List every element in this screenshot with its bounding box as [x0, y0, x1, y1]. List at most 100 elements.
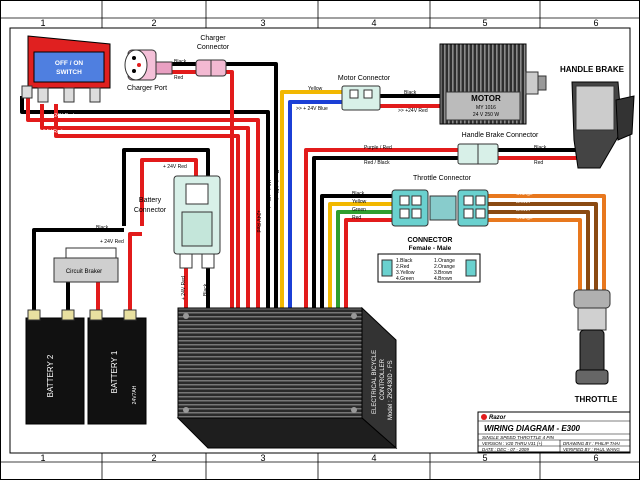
grid-col-bottom-3: 3 [260, 453, 265, 463]
battery-red-label: + 24V Red [100, 239, 124, 245]
grid-column-labels: 1 2 3 4 5 6 1 2 3 4 5 6 [40, 18, 598, 463]
male-pin-4: 4.Brown [434, 276, 453, 282]
wire-battery-red-loop [140, 158, 198, 226]
female-pin-2: 2.Red [396, 264, 410, 270]
charger-wire-red-label: Red [174, 75, 183, 81]
charger-connector-label-line1: Charger [200, 35, 226, 42]
switch-red-label-1: + 24V Red [50, 113, 74, 119]
battery-2: BATTERY 2 [25, 309, 85, 425]
wire-motor-blue [288, 100, 342, 308]
controller-label-line3: Model : ZK2430D - FS [388, 360, 394, 420]
brake-wire-purple-red-label: Purple / Red [364, 145, 392, 151]
wire-throttle-brown-2 [488, 210, 590, 290]
wire-charger-red [172, 70, 234, 308]
title-block: Razor WIRING DIAGRAM - E300 SINGLE SPEED… [477, 411, 631, 453]
vertical-wire-labels: + 24V Red Black +24V Red White / Black P… [181, 170, 279, 300]
connector-table-subtitle: Female - Male [409, 245, 452, 252]
wire-brake-red-black [312, 156, 458, 308]
charger-port-label: Charger Port [127, 85, 167, 92]
female-pin-1: 1.Black [396, 258, 413, 264]
controller-black-vertical-label: Black [203, 283, 209, 296]
wire-throttle-orange-1 [488, 194, 606, 290]
motor-wire-blue-label: >> + 24V Blue [296, 106, 328, 112]
wire-throttle-brown-1 [488, 202, 598, 290]
verified-by-label: VERIFIED BY : PAUL WANG [563, 447, 620, 452]
charger-connector-label-line2: Connector [197, 44, 230, 51]
motor-label: MOTOR [471, 94, 501, 103]
motor-wire-black-label: Black [404, 90, 417, 96]
grid-col-top-2: 2 [151, 18, 156, 28]
throttle: THROTTLE [573, 289, 618, 404]
handle-brake-connector-label: Handle Brake Connector [462, 132, 539, 139]
white-black-vertical-label: White / Black [265, 180, 271, 210]
handle-brake-label: HANDLE BRAKE [560, 65, 625, 74]
battery-black-label: Black [96, 225, 109, 231]
motor: MOTOR MY 1016 24 V 250 W [439, 43, 547, 125]
wire-brake-purple-red [304, 148, 458, 308]
charger-wire-black-label: Black [174, 59, 187, 65]
battery-connector-label-line2: Connector [134, 207, 167, 214]
version-label: VERSION : V20 THRU V31 (+) [482, 441, 543, 446]
controller-red-vertical-label: + 24V Red [181, 276, 187, 300]
grid-col-top-4: 4 [371, 18, 376, 28]
grid-col-top-1: 1 [40, 18, 45, 28]
date-label: DATE : DEC - 07 - 2009 [482, 447, 529, 452]
grid-col-top-3: 3 [260, 18, 265, 28]
motor-wire-red-label: >> +24V Red [398, 108, 428, 114]
motor-wire-yellow-label: Yellow [308, 86, 323, 92]
connector-pinout-table: CONNECTOR Female - Male 1.Black 2.Red 3.… [377, 237, 481, 283]
grid-col-bottom-4: 4 [371, 453, 376, 463]
throttle-wire-brown1-label: Brown [516, 199, 530, 205]
grid-col-bottom-6: 6 [593, 453, 598, 463]
connector-table-title: CONNECTOR [408, 237, 453, 244]
battery-red-loop-label: + 24V Red [163, 164, 187, 170]
wire-switch-red-2 [40, 104, 250, 308]
wire-motor-yellow [280, 90, 342, 308]
battery-2-label: BATTERY 2 [46, 354, 55, 397]
brake-wire-black-label: Black [534, 145, 547, 151]
throttle-wire-brown2-label: Brown [516, 207, 530, 213]
drawing-by-label: DRAWING BY : PHILIP THAI [563, 441, 621, 446]
throttle-wire-orange1-label: Orange [516, 191, 533, 197]
diagram-title: WIRING DIAGRAM - E300 [484, 424, 581, 433]
grid-col-bottom-5: 5 [482, 453, 487, 463]
charger-connector: Charger Connector Black Red [174, 35, 230, 81]
electrical-bicycle-controller: ELECTRICAL BICYCLE CONTROLLER Model : ZK… [176, 306, 398, 450]
switch-label-line2: SWITCH [56, 69, 82, 76]
handle-brake-connector: Handle Brake Connector Purple / Red Red … [364, 132, 547, 166]
battery-1-label: BATTERY 1 [110, 350, 119, 393]
wire-switch-red-3 [54, 104, 240, 308]
charger-port: Charger Port [124, 49, 173, 92]
motor-connector-label: Motor Connector [338, 75, 391, 82]
grid-col-top-6: 6 [593, 18, 598, 28]
throttle-label: THROTTLE [575, 395, 618, 404]
throttle-wire-red-label: Red [352, 215, 361, 221]
grid-col-bottom-1: 1 [40, 453, 45, 463]
switch-red-vertical-label: +24V Red [255, 210, 261, 233]
wire-switch-black-outer [20, 96, 270, 308]
wire-battery1-red [128, 232, 142, 318]
throttle-wire-yellow-label: Yellow [352, 199, 367, 205]
wire-switch-red-1 [26, 96, 260, 308]
diagram-subtitle: SINGLE SPEED THROTTLE 4 PIN [482, 435, 555, 440]
throttle-wire-orange2-label: Orange [516, 215, 533, 221]
switch-red-label-2: +24V Red [40, 129, 63, 135]
throttle-wire-black-label: Black [352, 191, 365, 197]
razor-logo-icon [481, 414, 487, 420]
circuit-braker: Circuit Braker [53, 247, 119, 283]
purple-black-vertical-label: Purple / Black [273, 170, 279, 201]
wire-throttle-yellow [328, 202, 392, 308]
battery-1: BATTERY 1 24V7AH [87, 309, 147, 425]
brand-label: Razor [489, 415, 506, 421]
motor-model: MY 1016 [476, 105, 496, 111]
handle-brake: HANDLE BRAKE [560, 65, 635, 169]
throttle-connector: Throttle Connector Black Yellow Green Re… [352, 175, 533, 227]
brake-wire-red-black-label: Red / Black [364, 160, 390, 166]
grid-col-bottom-2: 2 [151, 453, 156, 463]
wire-battery2-black [32, 228, 124, 318]
throttle-wire-green-label: Green [352, 207, 366, 213]
wire-battery-black-loop [122, 148, 210, 226]
battery-connector: Battery Connector + 24V Red [134, 164, 221, 269]
female-pin-3: 3.Yellow [396, 270, 415, 276]
